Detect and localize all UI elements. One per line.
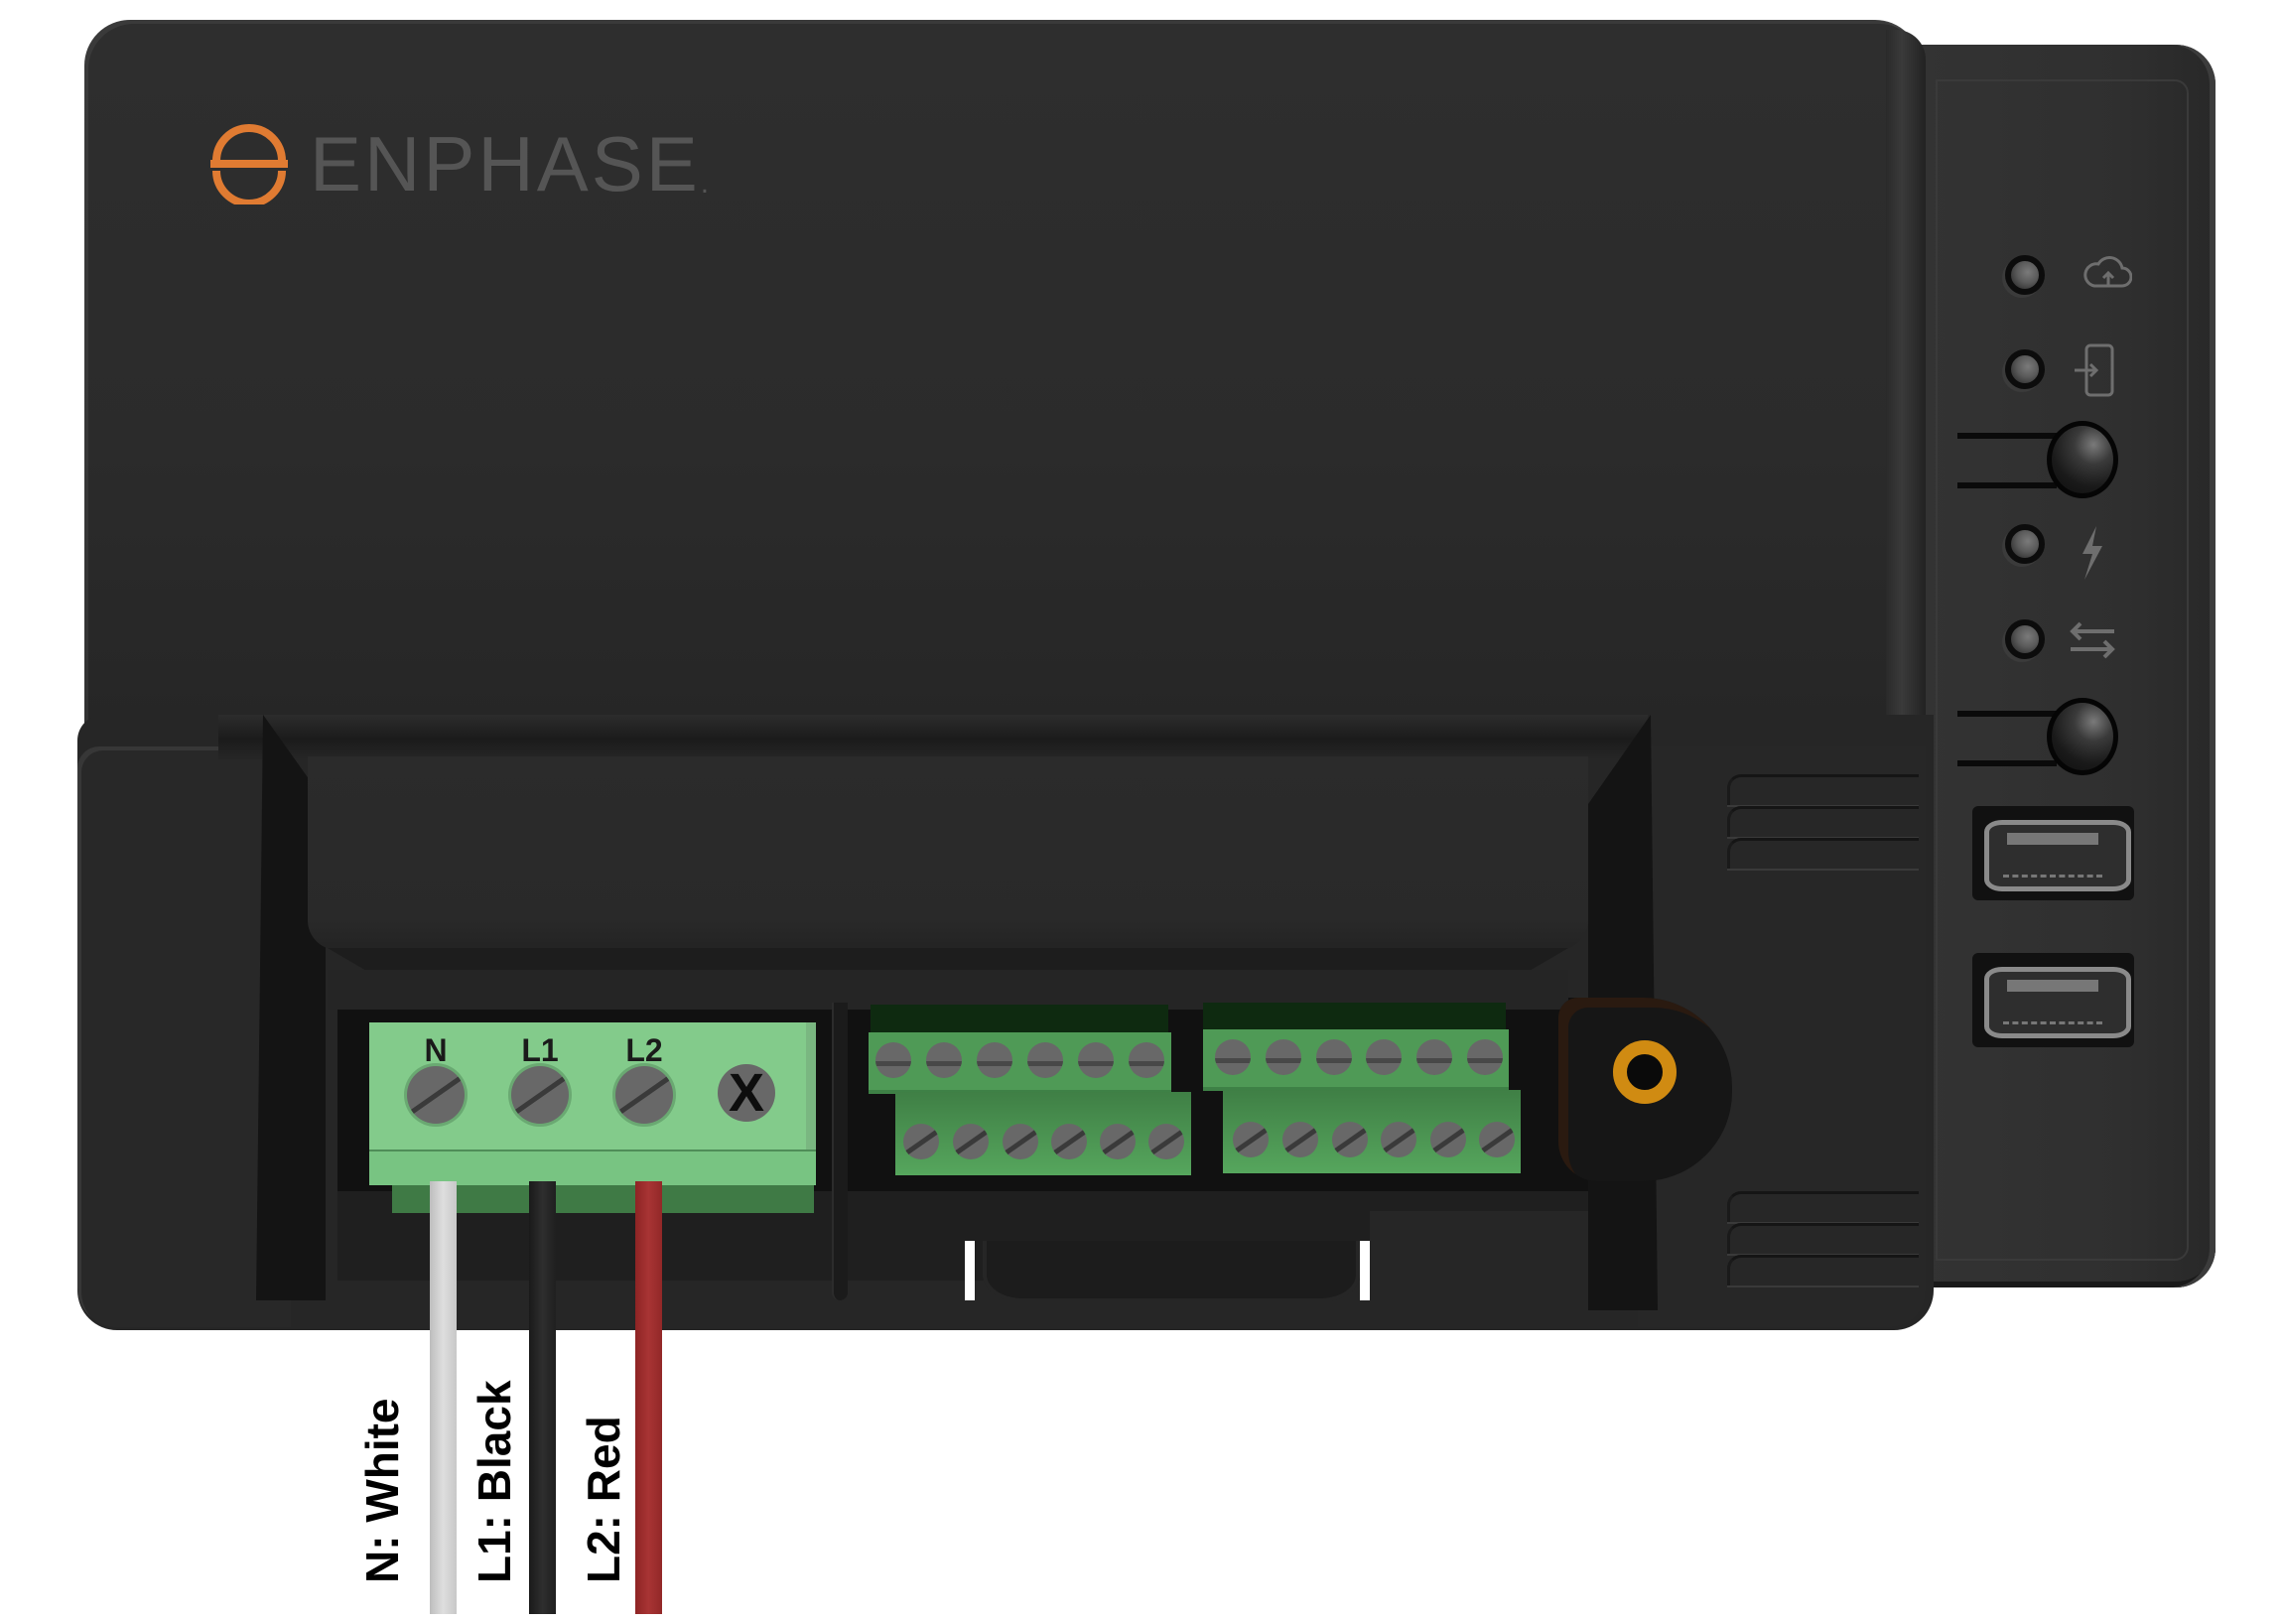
terminal-label-n: N [424, 1032, 448, 1068]
left-mounting-wing [77, 746, 291, 1327]
usb-tongue [2007, 833, 2098, 845]
usb-pins [2003, 1021, 2102, 1027]
brand-suffix: . [700, 167, 713, 200]
comm-screw[interactable] [1366, 1039, 1402, 1075]
bidirectional-arrows-icon [2070, 621, 2115, 659]
comm-screw[interactable] [1332, 1122, 1368, 1157]
terminal-divider [832, 1003, 848, 1300]
comm-screw[interactable] [1027, 1042, 1063, 1078]
vent-slot [1727, 1223, 1919, 1254]
comm-screw[interactable] [1100, 1124, 1136, 1159]
brand-logo: ENPHASE . [208, 119, 712, 208]
comm-block-upper-row [1203, 1029, 1509, 1091]
terminal-screw-l1[interactable] [511, 1066, 569, 1124]
power-terminal-base [392, 1183, 814, 1213]
vent-slot [1727, 838, 1919, 869]
comm-screw[interactable] [926, 1042, 962, 1078]
comm-screw[interactable] [1078, 1042, 1114, 1078]
comm-screw[interactable] [977, 1042, 1012, 1078]
comm-block-top [1203, 1003, 1506, 1030]
terminal-label-l1: L1 [521, 1032, 559, 1068]
upper-push-button[interactable] [2047, 421, 2118, 498]
comm-screw[interactable] [953, 1124, 989, 1159]
led-communication [2005, 619, 2045, 659]
phone-connect-icon [2075, 343, 2114, 397]
comm-screw[interactable] [1479, 1122, 1515, 1157]
comm-screw[interactable] [1467, 1039, 1503, 1075]
din-rail-latch[interactable] [983, 1241, 1360, 1302]
button-guide-line [1957, 482, 2057, 488]
wire-label-l1: L1: Black [469, 1380, 520, 1583]
button-guide-line [1957, 711, 2057, 717]
terminal-screw-unused: X [718, 1064, 775, 1122]
usb-port-2[interactable] [1972, 953, 2134, 1047]
bottom-lip-right [1370, 1211, 1618, 1281]
terminal-label-l2: L2 [625, 1032, 663, 1068]
wire-label-l2: L2: Red [578, 1416, 629, 1583]
brand-name: ENPHASE [310, 120, 701, 207]
latch-gap-right [1360, 1241, 1370, 1300]
comm-screw[interactable] [1129, 1042, 1164, 1078]
comm-block-upper-row [869, 1032, 1171, 1094]
unused-x-mark: X [728, 1063, 765, 1123]
comm-block-lower-row [895, 1092, 1191, 1175]
comm-screw[interactable] [1003, 1124, 1038, 1159]
led-app [2005, 349, 2045, 389]
comm-screw[interactable] [903, 1124, 939, 1159]
comm-screw[interactable] [1233, 1122, 1269, 1157]
comm-screw[interactable] [1215, 1039, 1251, 1075]
vent-slot [1727, 1255, 1919, 1286]
comm-block-lower-row [1223, 1090, 1521, 1173]
comm-screw[interactable] [1381, 1122, 1416, 1157]
usb-port-1[interactable] [1972, 806, 2134, 900]
wire-l1-black [529, 1181, 556, 1614]
antenna-connector-ring[interactable] [1613, 1040, 1677, 1104]
vent-slot [1727, 1191, 1919, 1222]
usb-socket [1984, 967, 2131, 1038]
usb-tongue [2007, 980, 2098, 992]
button-guide-line [1957, 433, 2057, 439]
led-cloud [2005, 255, 2045, 295]
comm-screw[interactable] [875, 1042, 911, 1078]
latch-gap-left [965, 1241, 975, 1300]
power-terminal-front [369, 1150, 816, 1185]
cover-edge [1886, 30, 1926, 725]
usb-socket [1984, 820, 2131, 891]
enphase-e-icon [210, 124, 288, 204]
comm-block-top [871, 1005, 1168, 1032]
cloud-upload-icon [2083, 256, 2132, 288]
flap-shadow [328, 948, 1568, 970]
button-guide-line [1957, 760, 2057, 766]
comm-screw[interactable] [1430, 1122, 1466, 1157]
comm-screw[interactable] [1416, 1039, 1452, 1075]
vent-slot [1727, 806, 1919, 837]
lightning-icon [2082, 526, 2102, 580]
usb-pins [2003, 875, 2102, 880]
comm-screw[interactable] [1282, 1122, 1318, 1157]
comm-screw[interactable] [1051, 1124, 1087, 1159]
wire-neutral-white [430, 1181, 457, 1614]
wire-l2-red [635, 1181, 662, 1614]
device-cover [84, 20, 1921, 735]
side-panel [1921, 45, 2216, 1287]
comm-screw[interactable] [1316, 1039, 1352, 1075]
comm-screw[interactable] [1148, 1124, 1184, 1159]
vent-slot [1727, 774, 1919, 805]
side-panel-bezel [1936, 79, 2189, 1261]
lower-push-button[interactable] [2047, 698, 2118, 775]
wire-label-neutral: N: White [356, 1398, 408, 1583]
led-production [2005, 524, 2045, 564]
wiring-cover-flap[interactable] [308, 756, 1588, 950]
comm-screw[interactable] [1266, 1039, 1301, 1075]
terminal-screw-l2[interactable] [615, 1066, 673, 1124]
cover-ridge [218, 715, 1648, 759]
terminal-screw-n[interactable] [407, 1066, 465, 1124]
